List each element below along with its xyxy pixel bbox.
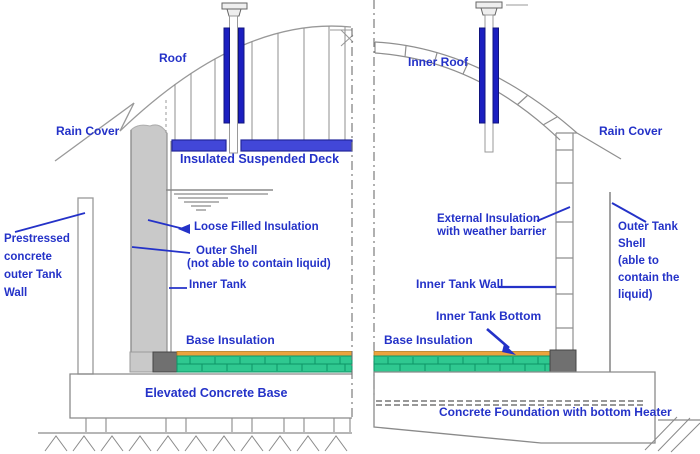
label-inner-tank-bottom: Inner Tank Bottom — [436, 309, 542, 323]
tank-bottom-plate-left — [176, 351, 353, 357]
left-base-insulation — [129, 351, 353, 373]
tank-bottom-plate-right — [373, 351, 551, 357]
pipe-cap-right — [475, 1, 503, 9]
rain-cover-left-line — [54, 102, 135, 162]
label-external-insulation: External Insulation with weather barrier — [437, 213, 547, 238]
leader-loose-fill-arrow — [178, 224, 190, 234]
deck-right-segment — [240, 139, 353, 152]
label-inner-tank: Inner Tank — [189, 279, 247, 291]
pipe-insulation-right-a — [479, 27, 486, 124]
arch-inner-edge — [374, 52, 561, 141]
foundation-slab — [373, 371, 656, 444]
loose-fill-insulation-body — [130, 124, 168, 356]
corner-protection-block-left — [152, 351, 178, 373]
label-outer-shell: Outer Shell — [196, 245, 258, 257]
label-rain-cover-right: Rain Cover — [599, 124, 663, 138]
piles — [85, 418, 351, 432]
leader-inner-tank-bottom — [486, 328, 510, 349]
pipe-body-right — [484, 14, 494, 153]
label-rain-cover-left: Rain Cover — [56, 124, 120, 138]
label-elevated-concrete-base: Elevated Concrete Base — [145, 386, 288, 400]
rain-cover-right-line — [576, 132, 622, 160]
elevated-base-slab — [69, 373, 352, 419]
deck-left-segment — [171, 139, 227, 152]
inner-roof-arch — [374, 41, 578, 141]
roof-eave-line — [119, 102, 135, 132]
right-roof-pipe — [475, 1, 528, 153]
label-outer-shell-note: (not able to contain liquid) — [187, 258, 331, 270]
ground-hatch — [44, 435, 348, 452]
wall-foot-block — [129, 351, 154, 373]
label-inner-tank-wall: Inner Tank Wall — [416, 277, 504, 291]
leader-inner-tank-bottom-arrow — [502, 344, 516, 355]
inner-tank-line — [166, 133, 172, 355]
left-roof-pipe — [221, 2, 248, 154]
section-break-mark — [330, 29, 354, 47]
pipe-body — [229, 15, 238, 154]
ground-foundation — [373, 371, 700, 453]
foamglass-joints-left — [177, 357, 352, 371]
arch-outer-edge — [374, 41, 578, 134]
label-concrete-foundation: Concrete Foundation with bottom Heater — [439, 405, 672, 419]
suspended-deck — [171, 139, 353, 152]
leader-external-insulation — [536, 206, 571, 222]
pipe-neck-right — [480, 7, 498, 16]
leader-outer-shell — [131, 246, 191, 254]
liquid-level-symbol — [166, 189, 273, 211]
pipe-insulation-right-b — [492, 27, 499, 124]
slope-hatch-right — [644, 416, 700, 453]
label-base-insulation-left: Base Insulation — [186, 333, 275, 347]
foamglass-joints-right — [374, 357, 550, 371]
label-insulated-suspended-deck: Insulated Suspended Deck — [180, 152, 340, 166]
label-prestressed-wall: Prestressed concrete outer Tank Wall — [4, 233, 70, 299]
annular-space-wall — [130, 100, 172, 356]
right-insulated-wall — [555, 132, 622, 352]
corner-protection-block-right — [549, 349, 577, 373]
label-base-insulation-right: Base Insulation — [384, 333, 473, 347]
label-outer-tank-shell: Outer Tank Shell (able to contain the li… — [618, 221, 680, 301]
pipe-insulation-right — [238, 27, 245, 124]
leader-prestressed — [14, 212, 86, 233]
right-base-insulation — [373, 349, 577, 373]
pipe-neck — [226, 8, 242, 17]
wall-segment-joints — [556, 149, 573, 329]
section-centerlines — [351, 0, 375, 420]
pipe-cap — [221, 2, 248, 10]
label-inner-roof: Inner Roof — [408, 55, 468, 69]
label-loose-filled-insulation: Loose Filled Insulation — [194, 221, 319, 233]
leader-loose-fill — [147, 219, 185, 230]
label-roof: Roof — [159, 51, 187, 65]
wall-edges — [555, 133, 574, 352]
prestressed-wall-column — [77, 197, 94, 375]
label-leaders — [14, 202, 647, 355]
elevated-base-and-piles — [38, 373, 352, 452]
deck-hangers — [174, 26, 346, 140]
leader-outer-tank-shell — [611, 202, 647, 223]
pipe-insulation-left — [223, 27, 230, 124]
